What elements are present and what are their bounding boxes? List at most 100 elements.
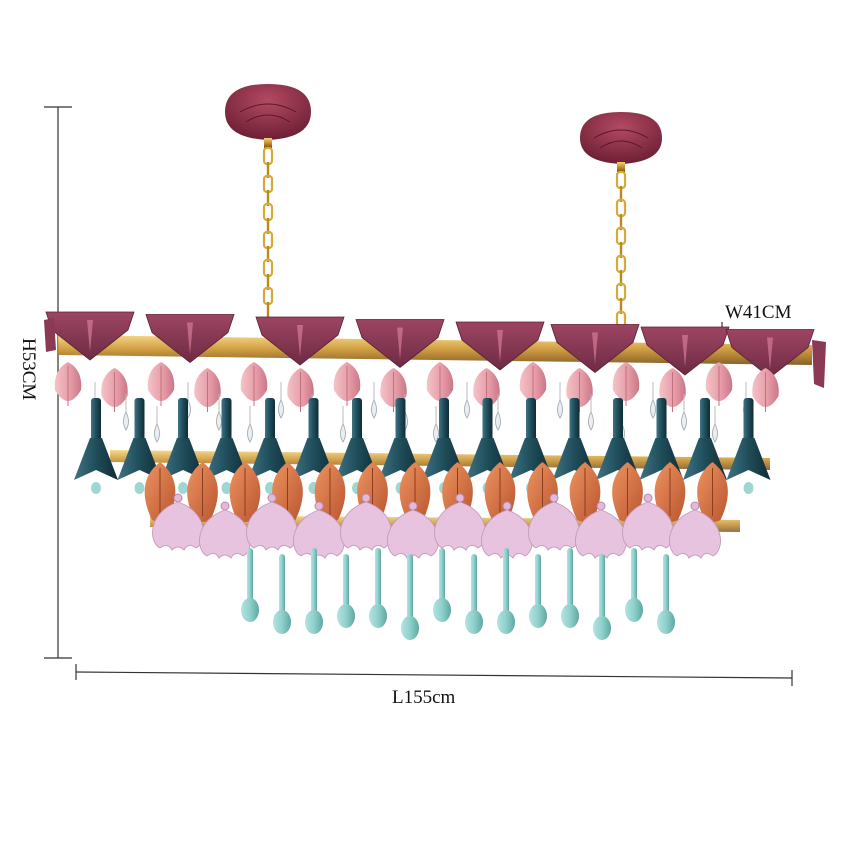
aqua-drop <box>273 610 291 634</box>
teal-bell-stem <box>569 398 580 446</box>
shell-ring <box>455 493 465 503</box>
crystal-drop <box>371 399 377 419</box>
chain-link <box>266 190 270 206</box>
crystal-drop <box>681 411 687 431</box>
aqua-drop <box>657 610 675 634</box>
chain-link <box>266 218 270 234</box>
teal-bell <box>161 438 205 480</box>
chain-link <box>619 242 623 258</box>
lilac-shell <box>434 501 486 551</box>
chain-link <box>619 298 623 314</box>
aqua-drop <box>529 604 547 628</box>
teal-bell <box>117 438 162 480</box>
bell-tip <box>91 482 101 494</box>
aqua-drop-stem <box>407 554 413 622</box>
chain-right <box>615 170 627 330</box>
aqua-drop-stem <box>599 554 605 622</box>
aqua-drop-stem <box>247 548 253 604</box>
teal-bell-stem <box>91 398 101 446</box>
aqua-drop-stem <box>663 554 669 616</box>
plate-vein <box>397 327 403 360</box>
aqua-drop-stem <box>311 548 317 616</box>
chain-link <box>262 286 274 306</box>
chain-left <box>262 146 274 318</box>
aqua-drop-stem <box>535 554 541 610</box>
ceiling-canopy-left <box>225 84 311 148</box>
chain-link <box>615 282 627 302</box>
length-label: L155cm <box>392 687 456 708</box>
chain-link <box>619 270 623 286</box>
chain-link <box>266 274 270 290</box>
shell-ring <box>267 493 277 503</box>
width-label: W41CM <box>725 302 792 323</box>
chain-link <box>266 302 270 318</box>
shell-ring <box>596 501 606 511</box>
lilac-shell <box>293 509 345 559</box>
aqua-drop <box>593 616 611 640</box>
crystal-drop <box>557 399 563 419</box>
teal-bell-stem <box>395 398 406 446</box>
aqua-drop-stem <box>471 554 477 616</box>
chain-link <box>619 214 623 230</box>
bell-tip <box>178 482 188 494</box>
aqua-drop <box>337 604 355 628</box>
top-plate-edge <box>812 340 826 388</box>
teal-bell-stem <box>482 398 493 446</box>
crystal-drop <box>278 399 284 419</box>
bell-tip <box>743 482 754 494</box>
teal-bell-stem <box>656 398 667 446</box>
aqua-drop <box>241 598 259 622</box>
aqua-drop-stem <box>503 548 509 616</box>
crystal-drop <box>154 423 160 443</box>
crystal-drop <box>495 411 501 431</box>
aqua-drop-stem <box>343 554 349 610</box>
chain-link <box>262 230 274 250</box>
shell-ring <box>643 493 653 503</box>
plate-vein <box>682 335 688 367</box>
aqua-drop <box>497 610 515 634</box>
aqua-drop-stem <box>567 548 573 610</box>
teal-bell-stem <box>265 398 275 446</box>
aqua-drop <box>625 598 643 622</box>
length-dimension-line <box>75 664 793 686</box>
crystal-drop <box>464 399 470 419</box>
chain-link <box>615 226 627 246</box>
top-plates-row <box>44 311 826 388</box>
shell-ring <box>690 501 700 511</box>
chain-link <box>615 170 627 190</box>
crystal-drop <box>216 411 222 431</box>
shell-ring <box>361 493 371 503</box>
lilac-shell <box>669 509 721 559</box>
teal-bell <box>726 438 771 480</box>
plate-vein <box>87 320 93 352</box>
shell-ring <box>502 501 512 511</box>
chain-link <box>262 202 274 222</box>
plate-vein <box>297 325 303 357</box>
height-label: H53CM <box>18 338 39 401</box>
teal-bell-stem <box>439 398 449 446</box>
teal-bell <box>74 438 118 480</box>
teal-bell-stem <box>743 398 754 446</box>
crystal-drop <box>650 399 656 419</box>
aqua-drop-stem <box>631 548 637 604</box>
plate-vein <box>187 322 193 355</box>
aqua-drops-row <box>241 548 675 640</box>
top-plate-edge <box>44 318 56 352</box>
chain-link <box>619 186 623 202</box>
teal-bell-stem <box>526 398 536 446</box>
aqua-drop-stem <box>439 548 445 604</box>
bell-tip <box>134 482 145 494</box>
teal-bell-stem <box>178 398 188 446</box>
plate-vein <box>497 330 503 362</box>
chain-link <box>262 174 274 194</box>
shell-ring <box>314 501 324 511</box>
lilac-shells-row <box>152 493 721 559</box>
plate-vein <box>592 332 598 365</box>
orange-leaves-row <box>144 462 728 522</box>
teal-bell-stem <box>700 398 710 446</box>
teal-bell-stem <box>352 398 362 446</box>
aqua-drop <box>369 604 387 628</box>
crystal-drop <box>588 411 594 431</box>
crystal-drop <box>433 423 439 443</box>
teal-bell-stem <box>613 398 623 446</box>
